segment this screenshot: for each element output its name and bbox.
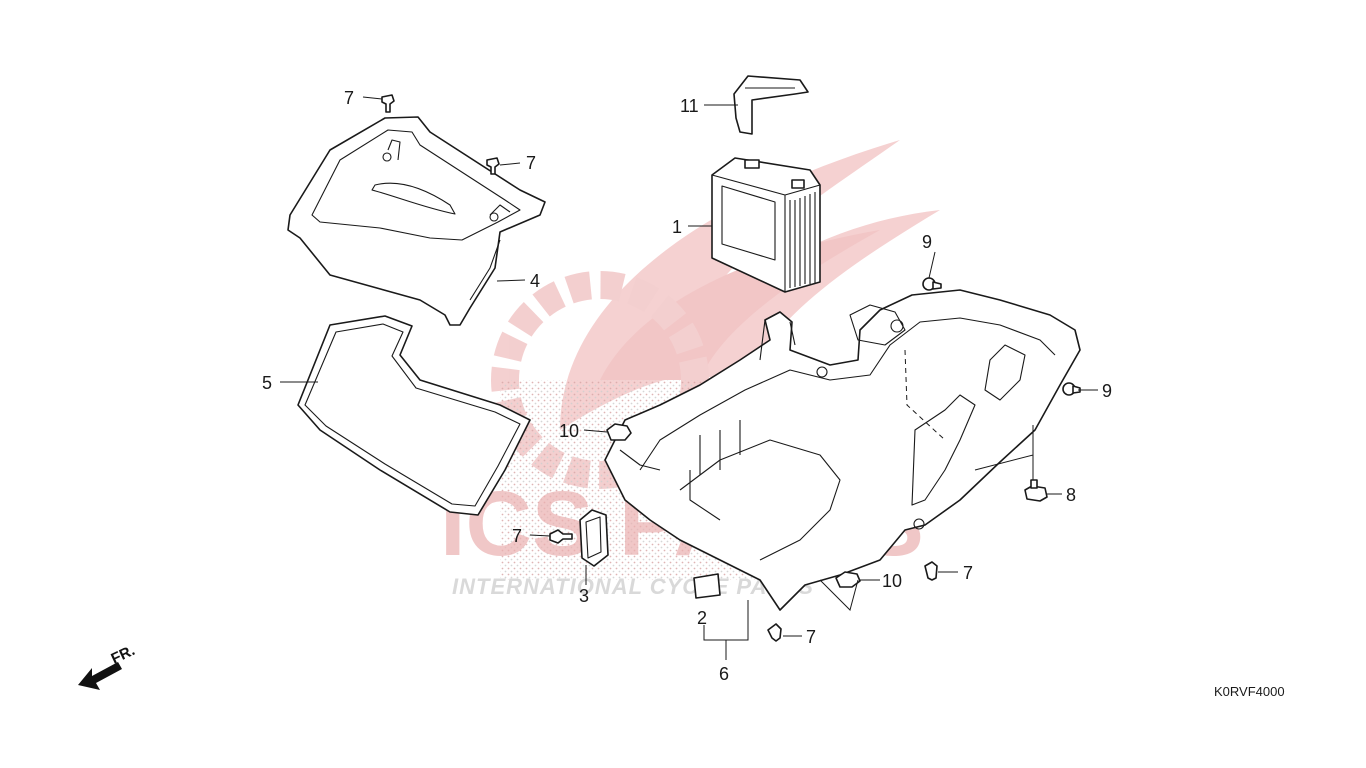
fastener-7-bottom — [767, 623, 782, 642]
fastener-7-top-left — [381, 94, 395, 113]
part-11-band — [733, 75, 809, 135]
part-4-cover — [287, 116, 546, 326]
callout-3: 3 — [579, 586, 589, 606]
fastener-9-right — [1062, 382, 1081, 396]
fastener-8-nut — [1024, 479, 1048, 502]
part-2-label — [693, 573, 721, 599]
callout-1: 1 — [672, 217, 682, 237]
callout-9: 9 — [1102, 381, 1112, 401]
callout-7: 7 — [963, 563, 973, 583]
callout-10: 10 — [559, 421, 579, 441]
front-arrow-icon — [78, 662, 122, 690]
front-direction-indicator: FR. — [78, 642, 138, 690]
callout-5: 5 — [262, 373, 272, 393]
watermark-tagline: INTERNATIONAL CYCLE PARTS — [452, 574, 814, 599]
part-6-tray — [604, 289, 1081, 611]
callout-7: 7 — [806, 627, 816, 647]
fastener-7-left-clip — [549, 529, 573, 544]
fastener-10-right — [835, 571, 861, 588]
callout-8: 8 — [1066, 485, 1076, 505]
callout-7: 7 — [526, 153, 536, 173]
front-label: FR. — [109, 642, 138, 668]
callout-2: 2 — [697, 608, 707, 628]
fastener-7-cover — [486, 157, 500, 175]
callouts: 7 7 11 1 4 5 9 9 10 7 3 10 7 8 2 7 6 — [262, 88, 1112, 684]
part-5-seal — [297, 315, 531, 516]
callout-11: 11 — [680, 96, 699, 116]
callout-10: 10 — [882, 571, 902, 591]
callout-9: 9 — [922, 232, 932, 252]
diagram-code: K0RVF4000 — [1214, 684, 1285, 699]
fastener-10-left — [606, 423, 632, 441]
fastener-9-top — [922, 277, 942, 291]
fastener-7-right — [924, 561, 938, 581]
callout-4: 4 — [530, 271, 540, 291]
callout-7: 7 — [512, 526, 522, 546]
part-3-clip — [579, 509, 609, 567]
leader-lines — [280, 96, 1098, 660]
callout-7: 7 — [344, 88, 354, 108]
part-1-battery — [711, 157, 821, 293]
callout-6: 6 — [719, 664, 729, 684]
